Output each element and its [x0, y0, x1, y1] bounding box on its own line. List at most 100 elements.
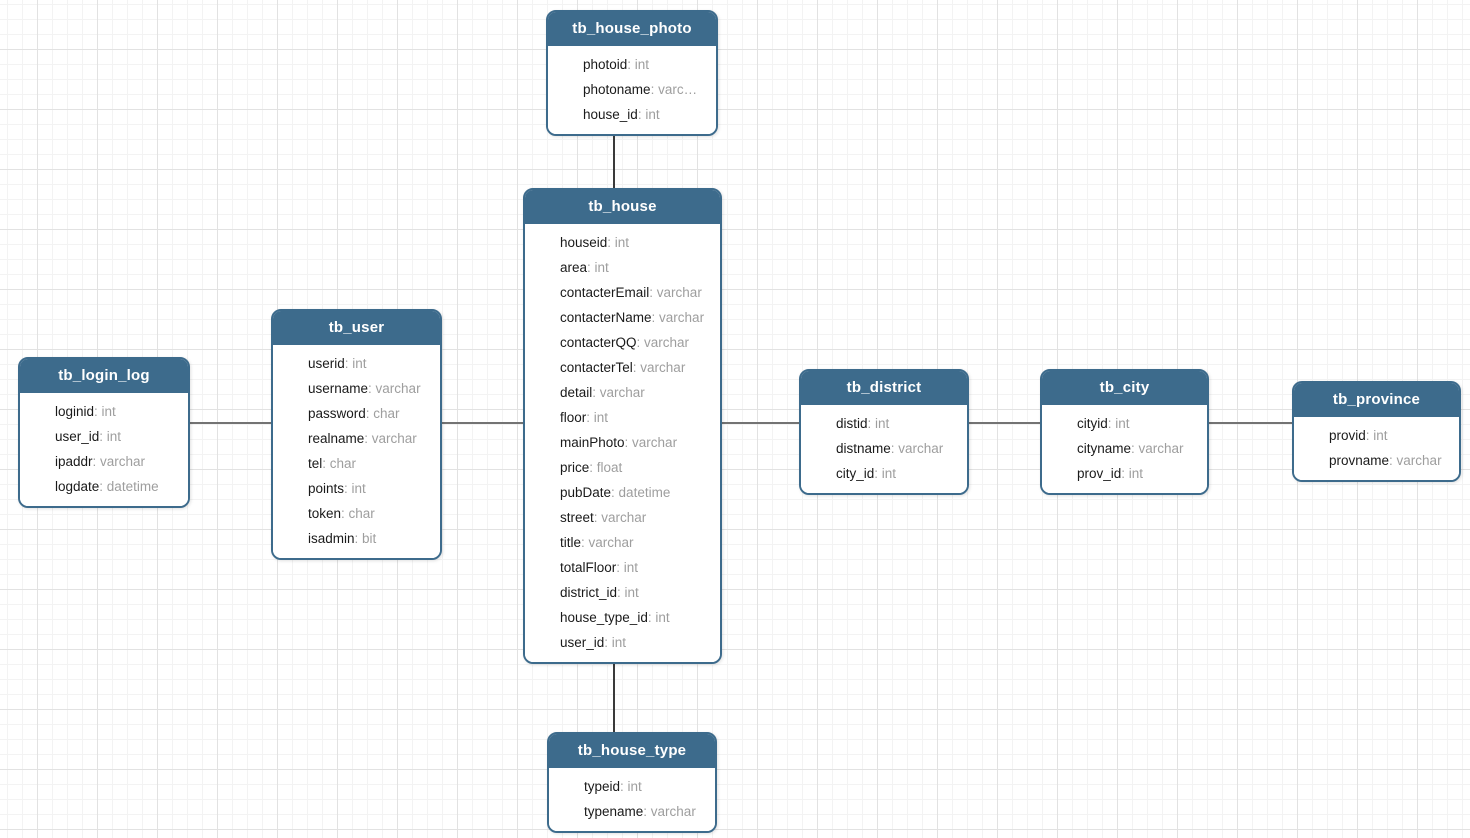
field-name: provname [1329, 453, 1390, 468]
field-row-contacterEmail[interactable]: contacterEmail: varchar [560, 280, 714, 305]
field-row-distid[interactable]: distid: int [836, 411, 961, 436]
field-name: tel [308, 456, 323, 471]
field-type: : varchar [592, 385, 645, 400]
field-type: : varchar [581, 535, 634, 550]
field-row-street[interactable]: street: varchar [560, 505, 714, 530]
field-row-contacterTel[interactable]: contacterTel: varchar [560, 355, 714, 380]
relationship-line-tb_house--tb_district[interactable] [720, 422, 801, 424]
field-row-token[interactable]: token: char [308, 501, 434, 526]
relationship-line-tb_house--tb_house_type[interactable] [613, 660, 615, 734]
entity-title-tb_house_photo[interactable]: tb_house_photo [548, 12, 716, 46]
field-row-points[interactable]: points: int [308, 476, 434, 501]
field-row-user_id[interactable]: user_id: int [55, 424, 182, 449]
field-name: title [560, 535, 582, 550]
relationship-line-tb_user--tb_house[interactable] [440, 422, 525, 424]
field-row-floor[interactable]: floor: int [560, 405, 714, 430]
field-row-house_type_id[interactable]: house_type_id: int [560, 605, 714, 630]
relationship-line-tb_district--tb_city[interactable] [967, 422, 1042, 424]
field-name: isadmin [308, 531, 355, 546]
field-row-isadmin[interactable]: isadmin: bit [308, 526, 434, 551]
field-row-cityname[interactable]: cityname: varchar [1077, 436, 1201, 461]
field-row-loginid[interactable]: loginid: int [55, 399, 182, 424]
field-type: : varchar [649, 285, 702, 300]
field-type: : varchar [593, 510, 647, 525]
field-row-totalFloor[interactable]: totalFloor: int [560, 555, 714, 580]
field-name: house_id [583, 107, 638, 122]
field-name: points [308, 481, 345, 496]
field-row-mainPhoto[interactable]: mainPhoto: varchar [560, 430, 714, 455]
field-type: : int [587, 260, 609, 275]
field-row-provid[interactable]: provid: int [1329, 423, 1453, 448]
entity-title-tb_login_log[interactable]: tb_login_log [20, 359, 188, 393]
field-name: photoname [583, 82, 651, 97]
field-type: : char [322, 456, 357, 471]
field-type: : datetime [99, 479, 159, 494]
field-row-district_id[interactable]: district_id: int [560, 580, 714, 605]
field-row-prov_id[interactable]: prov_id: int [1077, 461, 1201, 486]
field-name: contacterQQ [560, 335, 637, 350]
field-row-typeid[interactable]: typeid: int [584, 774, 709, 799]
field-row-distname[interactable]: distname: varchar [836, 436, 961, 461]
entity-title-tb_house[interactable]: tb_house [525, 190, 720, 224]
entity-title-tb_district[interactable]: tb_district [801, 371, 967, 405]
field-row-pubDate[interactable]: pubDate: datetime [560, 480, 714, 505]
field-row-logdate[interactable]: logdate: datetime [55, 474, 182, 499]
field-row-ipaddr[interactable]: ipaddr: varchar [55, 449, 182, 474]
field-row-tel[interactable]: tel: char [308, 451, 434, 476]
field-row-typename[interactable]: typename: varchar [584, 799, 709, 824]
relationship-line-tb_city--tb_province[interactable] [1207, 422, 1294, 424]
entity-title-tb_user[interactable]: tb_user [273, 311, 440, 345]
field-row-city_id[interactable]: city_id: int [836, 461, 961, 486]
entity-title-tb_city[interactable]: tb_city [1042, 371, 1207, 405]
field-row-username[interactable]: username: varchar [308, 376, 434, 401]
field-type: : int [607, 235, 630, 250]
field-type: : int [94, 404, 116, 419]
field-row-price[interactable]: price: float [560, 455, 714, 480]
field-type: : varchar [364, 431, 417, 446]
field-name: floor [560, 410, 587, 425]
field-name: token [308, 506, 342, 521]
field-row-userid[interactable]: userid: int [308, 351, 434, 376]
field-type: : varc… [650, 82, 698, 97]
field-name: distid [836, 416, 868, 431]
relationship-line-tb_house_photo--tb_house[interactable] [613, 133, 615, 190]
field-row-house_id[interactable]: house_id: int [583, 102, 710, 127]
field-row-houseid[interactable]: houseid: int [560, 230, 714, 255]
field-row-cityid[interactable]: cityid: int [1077, 411, 1201, 436]
field-row-title[interactable]: title: varchar [560, 530, 714, 555]
field-row-photoname[interactable]: photoname: varc… [583, 77, 710, 102]
field-row-password[interactable]: password: char [308, 401, 434, 426]
field-row-realname[interactable]: realname: varchar [308, 426, 434, 451]
entity-title-tb_house_type[interactable]: tb_house_type [549, 734, 715, 768]
field-type: : float [589, 460, 623, 475]
field-row-contacterQQ[interactable]: contacterQQ: varchar [560, 330, 714, 355]
field-type: : datetime [611, 485, 671, 500]
field-row-detail[interactable]: detail: varchar [560, 380, 714, 405]
field-name: city_id [836, 466, 875, 481]
field-row-provname[interactable]: provname: varchar [1329, 448, 1453, 473]
field-row-user_id[interactable]: user_id: int [560, 630, 714, 655]
field-name: typeid [584, 779, 621, 794]
field-type: : varchar [643, 804, 696, 819]
field-row-area[interactable]: area: int [560, 255, 714, 280]
field-row-photoid[interactable]: photoid: int [583, 52, 710, 77]
field-name: user_id [560, 635, 605, 650]
relationship-line-tb_login_log--tb_user[interactable] [188, 422, 273, 424]
field-type: : varchar [624, 435, 678, 450]
field-type: : char [365, 406, 400, 421]
field-name: prov_id [1077, 466, 1122, 481]
field-name: price [560, 460, 590, 475]
entity-title-tb_province[interactable]: tb_province [1294, 383, 1459, 417]
field-row-contacterName[interactable]: contacterName: varchar [560, 305, 714, 330]
field-name: contacterName [560, 310, 652, 325]
